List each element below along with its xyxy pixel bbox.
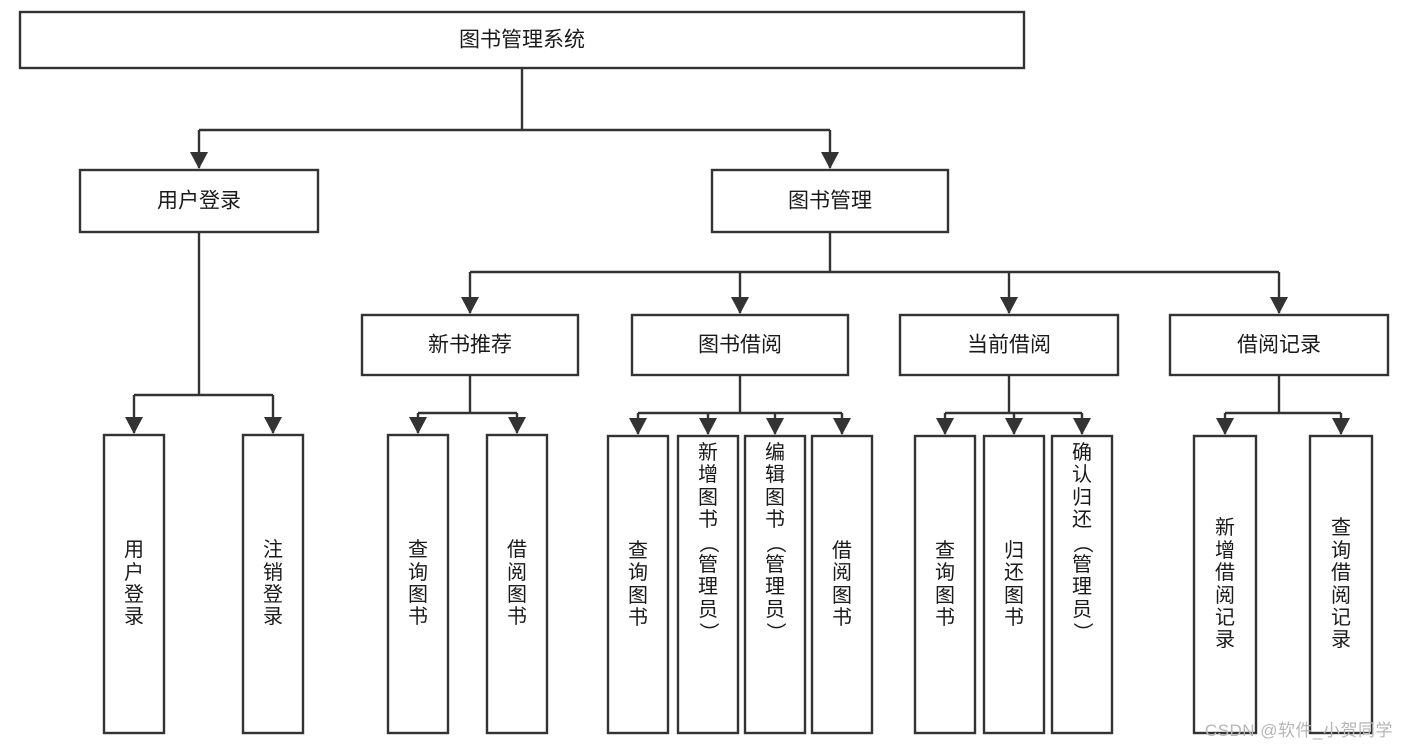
new-book-to-leaves-arrowhead-1 <box>508 417 526 434</box>
node-box[interactable] <box>1168 313 1390 377</box>
node-box[interactable] <box>676 434 740 735</box>
node-box[interactable] <box>386 433 450 735</box>
node-label: 图书管理系统 <box>459 29 585 52</box>
node-box[interactable] <box>1192 434 1258 735</box>
node-box[interactable] <box>710 168 950 234</box>
leaf-node-借阅图书-7[interactable] <box>810 434 874 735</box>
node-label: 借阅记录 <box>1237 334 1321 357</box>
level2-node-图书管理[interactable]: 图书管理 <box>710 168 950 234</box>
node-box[interactable] <box>360 313 580 377</box>
user-login-to-leaves-arrowhead-0 <box>125 417 143 434</box>
node-box[interactable] <box>810 434 874 735</box>
node-box[interactable] <box>630 313 850 377</box>
node-box[interactable] <box>913 434 977 735</box>
user-login-to-leaves-arrowhead-1 <box>264 417 282 434</box>
book-mgmt-to-level3-arrowhead-1 <box>731 297 749 314</box>
borrow-record-to-leaves-arrowhead-1 <box>1332 418 1350 435</box>
node-label: 新书推荐 <box>428 334 512 357</box>
node-box[interactable] <box>485 433 549 735</box>
leaf-node-用户登录-0[interactable] <box>102 433 166 735</box>
leaf-node-编辑图书管理员-6[interactable] <box>743 434 807 735</box>
level3-node-当前借阅[interactable]: 当前借阅 <box>898 313 1120 377</box>
leaf-node-新增借阅记录-11[interactable] <box>1192 434 1258 735</box>
borrow-to-leaves-arrowhead-2 <box>766 418 784 435</box>
borrow-to-leaves-arrowhead-3 <box>833 418 851 435</box>
current-borrow-to-leaves-arrowhead-0 <box>936 418 954 435</box>
leaf-node-归还图书-9[interactable] <box>982 434 1046 735</box>
borrow-record-to-leaves-arrowhead-0 <box>1216 418 1234 435</box>
watermark-text: CSDN @软件_小贺同学 <box>1204 721 1393 740</box>
node-label: 图书管理 <box>788 190 872 213</box>
node-box[interactable] <box>78 168 320 234</box>
level3-node-图书借阅[interactable]: 图书借阅 <box>630 313 850 377</box>
node-box[interactable] <box>743 434 807 735</box>
leaf-node-新增图书管理员-5[interactable] <box>676 434 740 735</box>
current-borrow-to-leaves-arrowhead-1 <box>1005 418 1023 435</box>
level3-node-新书推荐[interactable]: 新书推荐 <box>360 313 580 377</box>
root-node-图书管理系统[interactable]: 图书管理系统 <box>18 10 1026 70</box>
node-box[interactable] <box>18 10 1026 70</box>
leaf-node-查询图书-2[interactable] <box>386 433 450 735</box>
node-box[interactable] <box>982 434 1046 735</box>
book-mgmt-to-level3-arrowhead-3 <box>1270 297 1288 314</box>
book-mgmt-to-level3-arrowhead-0 <box>461 297 479 314</box>
root-to-level2-arrowhead-0 <box>190 152 208 169</box>
node-box[interactable] <box>102 433 166 735</box>
node-box[interactable] <box>1050 434 1114 735</box>
leaf-node-注销登录-1[interactable] <box>241 433 305 735</box>
level3-node-借阅记录[interactable]: 借阅记录 <box>1168 313 1390 377</box>
borrow-to-leaves-arrowhead-1 <box>699 418 717 435</box>
level2-node-用户登录[interactable]: 用户登录 <box>78 168 320 234</box>
leaf-node-确认归还管理员-10[interactable] <box>1050 434 1114 735</box>
node-box[interactable] <box>241 433 305 735</box>
node-box[interactable] <box>898 313 1120 377</box>
current-borrow-to-leaves-arrowhead-2 <box>1073 418 1091 435</box>
leaf-node-查询图书-8[interactable] <box>913 434 977 735</box>
node-label: 图书借阅 <box>698 334 782 357</box>
root-to-level2-arrowhead-1 <box>821 152 839 169</box>
node-box[interactable] <box>606 434 670 735</box>
new-book-to-leaves-arrowhead-0 <box>409 417 427 434</box>
leaf-node-借阅图书-3[interactable] <box>485 433 549 735</box>
node-box[interactable] <box>1308 434 1374 735</box>
leaf-node-查询图书-4[interactable] <box>606 434 670 735</box>
node-label: 用户登录 <box>157 190 241 213</box>
book-mgmt-to-level3-arrowhead-2 <box>1000 297 1018 314</box>
borrow-to-leaves-arrowhead-0 <box>629 418 647 435</box>
connector-layer <box>125 68 1350 435</box>
leaf-node-查询借阅记录-12[interactable] <box>1308 434 1374 735</box>
node-label: 当前借阅 <box>967 334 1051 357</box>
